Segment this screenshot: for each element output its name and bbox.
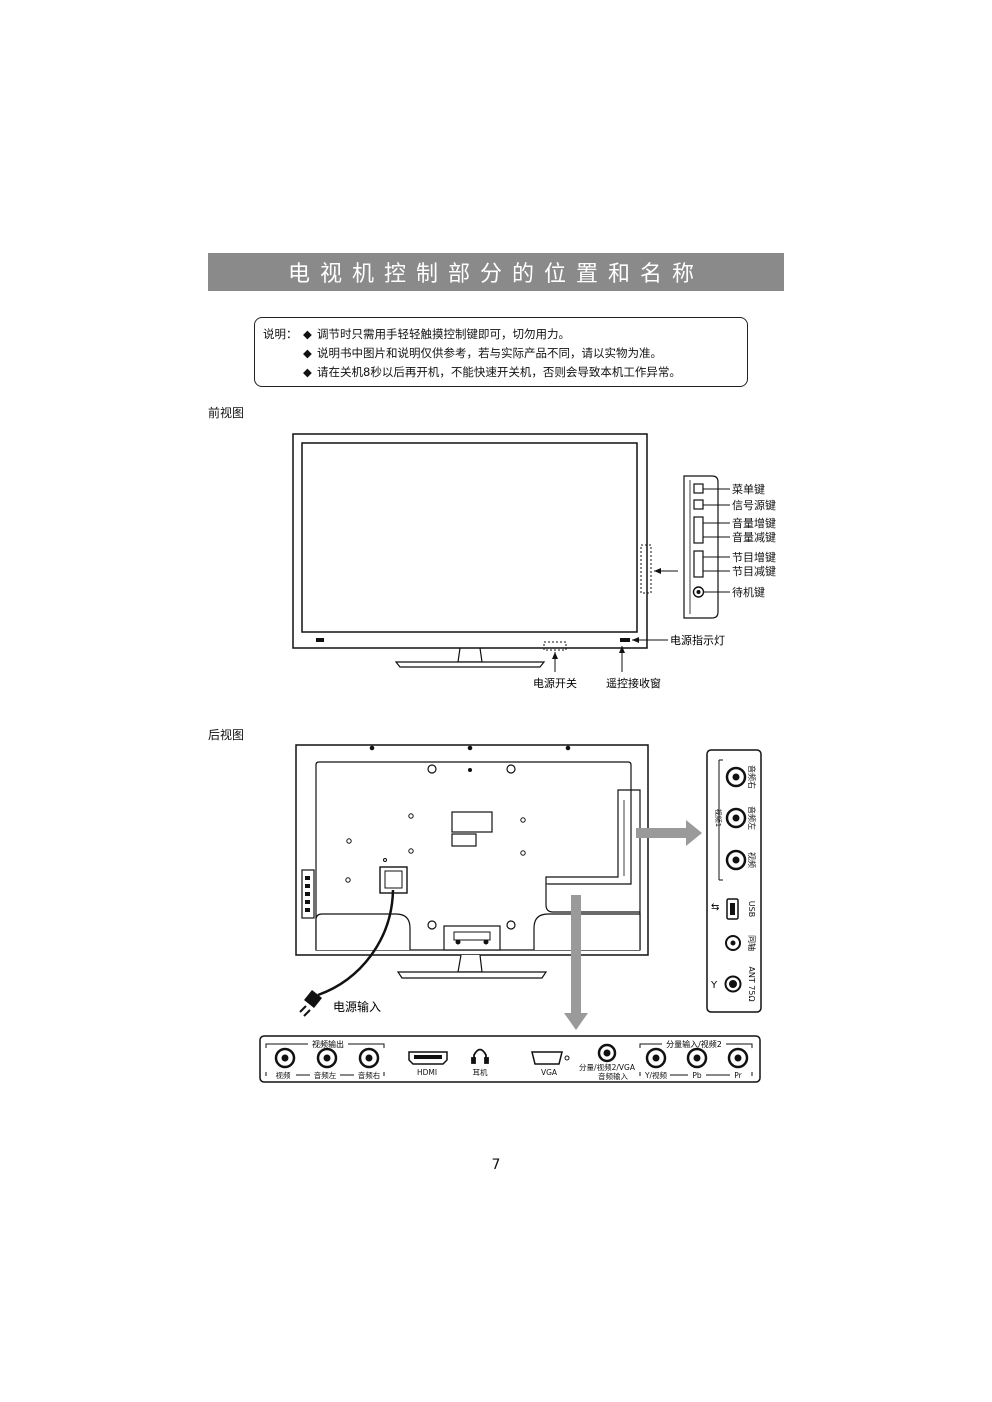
note-item: ◆调节时只需用手轻轻触摸控制键即可，切勿用力。 — [303, 325, 570, 344]
power-indicator-label: 电源指示灯 — [670, 633, 725, 647]
bottom-video-label: 视频 — [276, 1070, 291, 1080]
component-group-label: 分量输入/视频2 — [666, 1039, 722, 1049]
vga-label: VGA — [541, 1068, 558, 1077]
side-audio-left-label: 音频左 — [747, 806, 757, 830]
channel-rocker[interactable] — [693, 550, 704, 578]
side-ant-label: ANT 75Ω — [747, 966, 756, 1001]
side-audio-right-label: 音频右 — [747, 765, 757, 789]
vga-port[interactable] — [531, 1051, 563, 1065]
back-view-heading: 后视图 — [208, 728, 245, 742]
remote-receiver-label: 遥控接收窗 — [606, 676, 661, 690]
component-audio-label: 分量/视频2/VGA — [579, 1062, 636, 1072]
side-io-panel: 音频右 音频左 视频 视频1 USB 同轴 ANT 75Ω ⇆ Y — [706, 749, 762, 1013]
power-switch-label: 电源开关 — [533, 676, 577, 690]
video-out-group-label: 视频输出 — [312, 1039, 344, 1049]
source-button[interactable] — [693, 499, 704, 510]
notes-label: 说明： — [263, 327, 298, 341]
note-item: ◆请在关机8秒以后再开机，不能快速开关机，否则会导致本机工作异常。 — [303, 363, 681, 382]
y-video-label: Y/视频 — [644, 1070, 668, 1080]
side-usb-label: USB — [747, 901, 756, 917]
volume-up-label: 音量增键 — [732, 516, 776, 530]
usb-icon: ⇆ — [711, 902, 719, 913]
side-video-group-label: 视频1 — [714, 809, 723, 827]
side-button-panel — [683, 475, 719, 619]
earphone-jack[interactable] — [471, 1048, 489, 1064]
side-coax-label: 同轴 — [747, 935, 757, 951]
menu-button[interactable] — [693, 483, 704, 494]
menu-key-label: 菜单键 — [732, 482, 765, 496]
diamond-bullet-icon: ◆ — [303, 346, 312, 360]
volume-rocker[interactable] — [693, 516, 704, 544]
arrow-to-side-panel-icon — [636, 820, 702, 846]
hdmi-label: HDMI — [417, 1068, 437, 1077]
notes-box: 说明： ◆调节时只需用手轻轻触摸控制键即可，切勿用力。 ◆说明书中图片和说明仅供… — [254, 317, 748, 387]
antenna-icon: Y — [710, 980, 718, 991]
back-tv — [295, 744, 649, 979]
power-plug-icon — [299, 990, 322, 1017]
diamond-bullet-icon: ◆ — [303, 327, 312, 341]
standby-key-label: 待机键 — [732, 585, 765, 599]
bottom-io-panel: 视频输出 分量输入/视频2 — [259, 1035, 761, 1083]
front-view-heading: 前视图 — [208, 406, 245, 420]
channel-up-label: 节目增键 — [732, 550, 776, 564]
bottom-audio-right-label: 音频右 — [358, 1070, 381, 1080]
pr-label: Pr — [734, 1071, 742, 1080]
component-audio-label-2: 音频输入 — [598, 1071, 628, 1081]
arrow-to-bottom-panel-icon — [564, 895, 588, 1030]
power-input-label: 电源输入 — [333, 999, 381, 1014]
front-tv — [292, 433, 652, 668]
note-item: ◆说明书中图片和说明仅供参考，若与实际产品不同，请以实物为准。 — [303, 344, 662, 363]
earphone-label: 耳机 — [473, 1067, 488, 1077]
channel-down-label: 节目减键 — [732, 564, 776, 578]
source-key-label: 信号源键 — [732, 498, 776, 512]
pb-label: Pb — [692, 1071, 702, 1080]
page-title: 电视机控制部分的位置和名称 — [208, 253, 784, 291]
side-video-label: 视频 — [747, 852, 757, 868]
page-number: 7 — [491, 1157, 501, 1173]
diamond-bullet-icon: ◆ — [303, 365, 312, 379]
bottom-audio-left-label: 音频左 — [314, 1070, 337, 1080]
volume-down-label: 音量减键 — [732, 530, 776, 544]
